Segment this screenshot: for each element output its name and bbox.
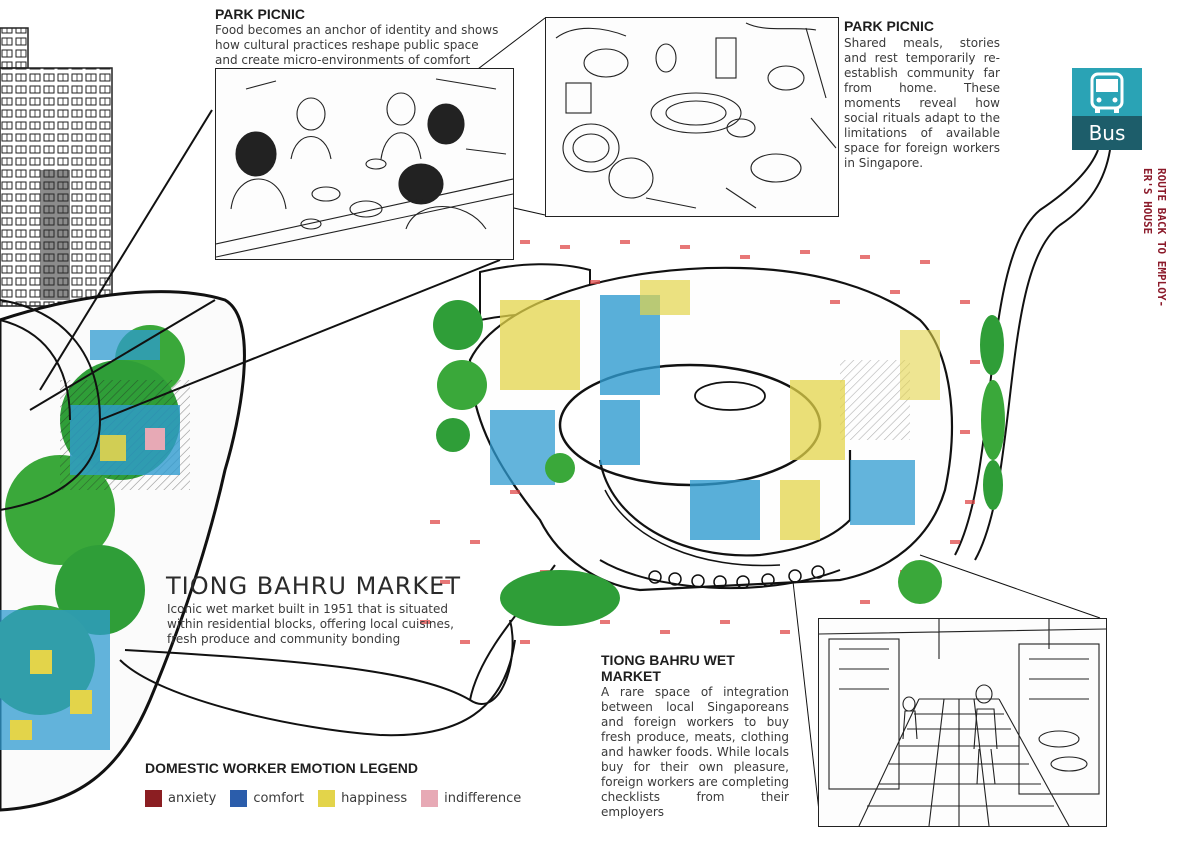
picnic-sketch-left	[215, 68, 514, 260]
bus-stop-sign: Bus	[1072, 68, 1142, 150]
bus-icon	[1072, 68, 1142, 116]
wet-market-sketch	[818, 618, 1107, 827]
picnic-drawing-left	[216, 78, 513, 258]
legend-swatch	[318, 790, 336, 807]
trees	[433, 300, 1005, 626]
legend-label: anxiety	[168, 791, 217, 806]
picnic-left-title: PARK PICNIC	[215, 6, 305, 22]
legend-title: DOMESTIC WORKER EMOTION LEGEND	[145, 760, 418, 776]
wet-market-body: A rare space of integration between loca…	[601, 685, 789, 819]
wet-market-title: TIONG BAHRU WET MARKET	[601, 652, 735, 684]
legend-label: happiness	[341, 791, 408, 806]
residential-tower	[0, 27, 113, 307]
market-body: Iconic wet market built in 1951 that is …	[167, 602, 454, 646]
legend-items: anxiety comfort happiness indifference	[145, 790, 521, 807]
legend-item-happiness: happiness	[318, 790, 407, 807]
market-title: TIONG BAHRU MARKET	[166, 572, 461, 600]
picnic-sketch-right	[545, 17, 839, 217]
legend-swatch	[421, 790, 439, 807]
route-line-1: ROUTE BACK TO EMPLOY-	[1155, 168, 1168, 308]
picnic-left-body: Food becomes an anchor of identity and s…	[215, 23, 499, 67]
legend-item-anxiety: anxiety	[145, 790, 216, 807]
picnic-right-title: PARK PICNIC	[844, 18, 934, 34]
legend-item-indifference: indifference	[421, 790, 521, 807]
wet-market-drawing	[819, 619, 1106, 826]
market-building	[468, 263, 953, 592]
bus-label: Bus	[1072, 116, 1142, 150]
park-region	[0, 290, 246, 812]
legend-label: comfort	[253, 791, 305, 806]
legend-swatch	[145, 790, 162, 807]
route-line-2: ER'S HOUSE	[1141, 168, 1154, 235]
picnic-right-body: Shared meals, stories and rest temporari…	[844, 36, 1000, 170]
route-label: ROUTE BACK TO EMPLOY- ER'S HOUSE	[1140, 168, 1170, 328]
legend-item-comfort: comfort	[230, 790, 304, 807]
emotion-legend: DOMESTIC WORKER EMOTION LEGEND anxiety co…	[145, 760, 521, 807]
picnic-drawing-right	[555, 22, 837, 209]
legend-label: indifference	[444, 791, 522, 806]
legend-swatch	[230, 790, 248, 807]
